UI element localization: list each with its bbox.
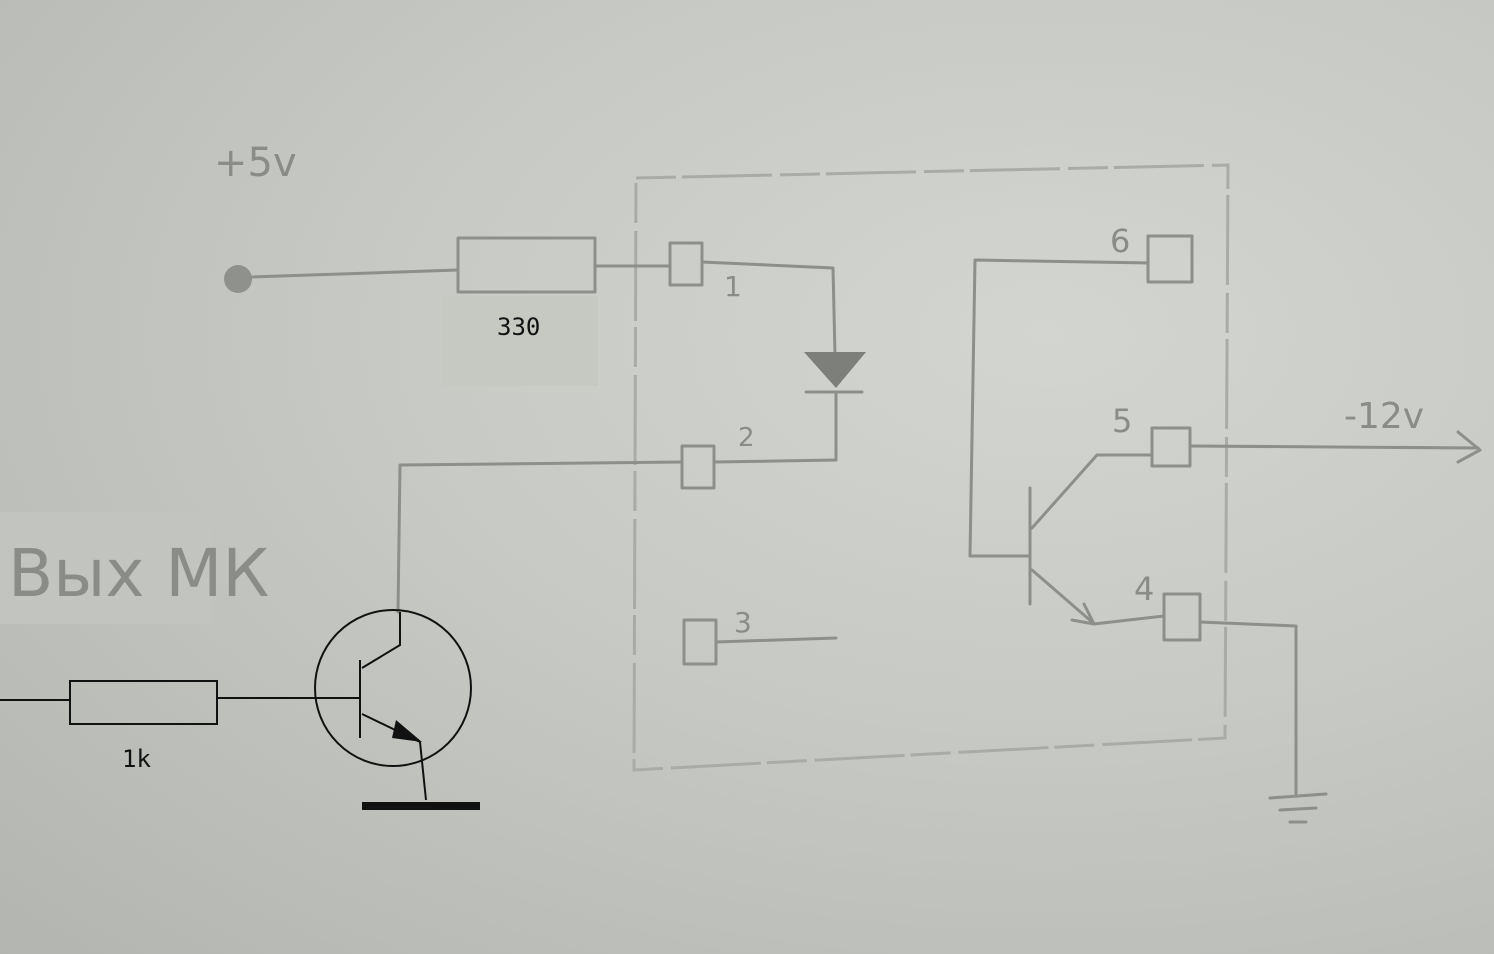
npn-collector xyxy=(359,612,401,738)
npn-transistor xyxy=(314,609,472,767)
pin-6 xyxy=(1146,234,1194,284)
supply-terminal xyxy=(224,265,252,293)
wire-supply xyxy=(250,268,460,279)
pin-1 xyxy=(668,241,704,287)
phototransistor-collector xyxy=(1030,453,1154,530)
phototransistor-emitter xyxy=(1030,568,1166,626)
led-diode xyxy=(804,352,866,388)
label-patch xyxy=(443,296,598,386)
wire-base-out xyxy=(968,258,1150,558)
pin-5 xyxy=(1150,426,1192,468)
input-label: Вых МК xyxy=(8,535,269,612)
resistor-330-label: 330 xyxy=(497,313,540,341)
resistor-1k xyxy=(69,680,218,725)
wire-collector xyxy=(396,460,684,614)
resistor-1k-label: 1k xyxy=(122,745,151,773)
wire-pin3 xyxy=(714,636,838,644)
label-patch-input xyxy=(0,512,212,624)
pin-2-label: 2 xyxy=(738,423,755,453)
arrow-negative xyxy=(1188,430,1482,464)
pin-4 xyxy=(1162,592,1202,642)
optocoupler-outline xyxy=(632,163,1230,772)
pin-3-label: 3 xyxy=(734,606,752,639)
wire-input xyxy=(0,697,360,701)
resistor-330 xyxy=(456,236,597,294)
emitter-arrow-icon xyxy=(392,720,422,742)
pin-6-label: 6 xyxy=(1110,222,1130,260)
supply-negative-label: -12v xyxy=(1344,396,1424,437)
ground-symbol-output xyxy=(1198,620,1328,824)
pin-1-label: 1 xyxy=(724,270,742,303)
pin-2 xyxy=(680,444,716,490)
ground-symbol-input xyxy=(362,802,480,810)
wire-led-cathode xyxy=(712,390,838,464)
pin-5-label: 5 xyxy=(1112,402,1132,440)
pin-3 xyxy=(682,618,718,666)
supply-positive-label: +5v xyxy=(214,140,297,186)
npn-emitter xyxy=(361,713,427,801)
pin-4-label: 4 xyxy=(1134,570,1154,608)
wire-led-anode xyxy=(700,260,837,357)
